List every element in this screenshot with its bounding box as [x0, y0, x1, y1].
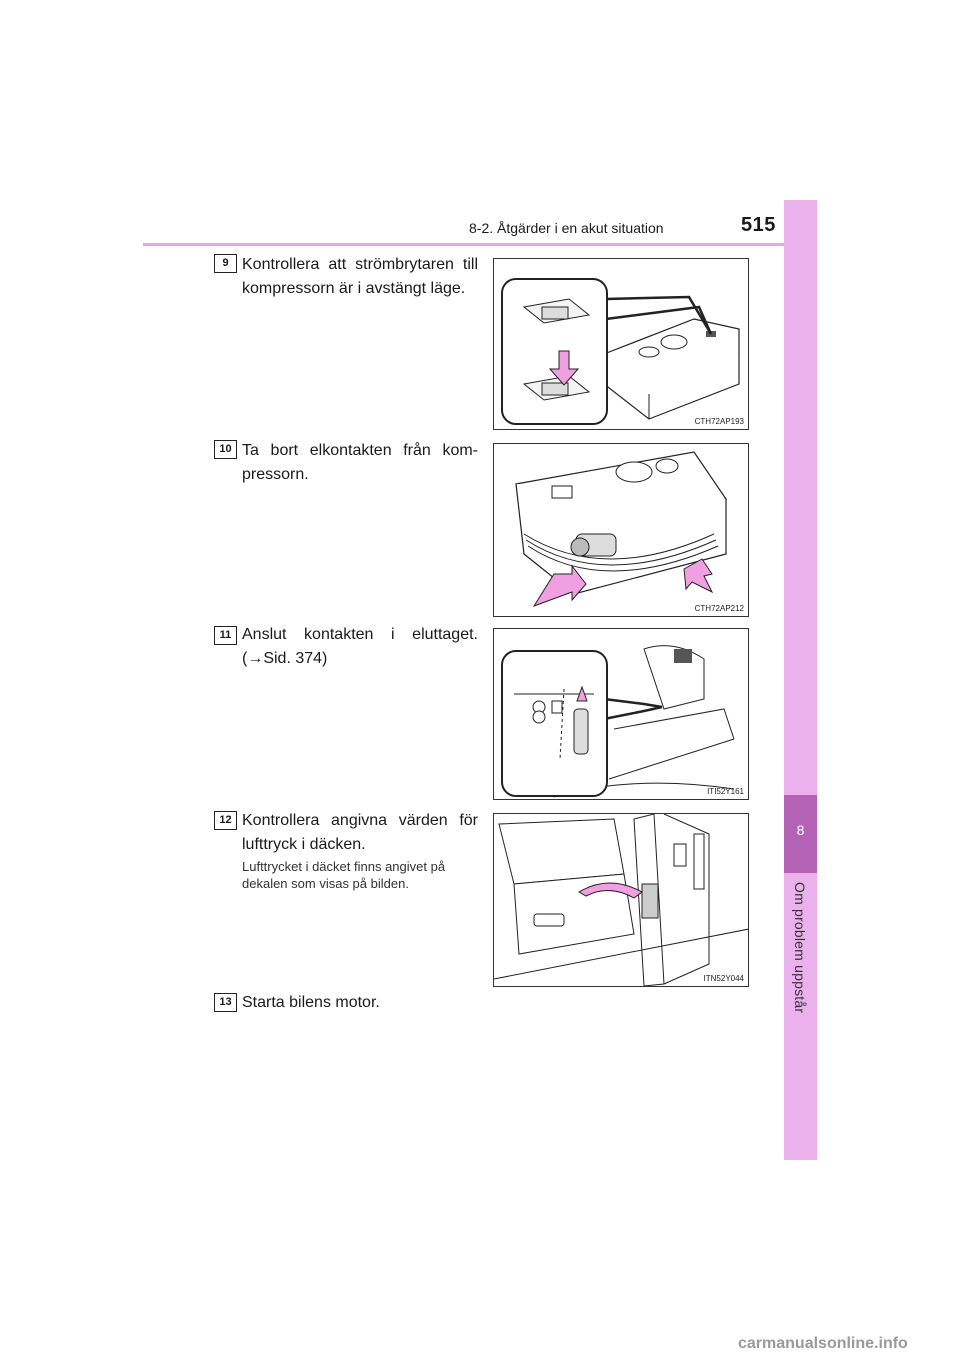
figure-power-outlet: ITI52Y161	[493, 628, 749, 800]
step-text-11: Anslut kontakten i eluttaget. (→Sid. 374…	[242, 626, 478, 667]
figure-remove-plug: CTH72AP212	[493, 443, 749, 617]
header-divider	[143, 243, 817, 246]
chapter-number-tab	[784, 795, 817, 873]
step-text-12: Kontrollera angivna värden för lufttryck…	[242, 812, 478, 853]
section-title: 8-2. Åtgärder i en akut situation	[469, 220, 664, 236]
step-text-10: Ta bort elkontakten från kom-pressorn.	[242, 442, 478, 483]
step-text-9: Kontrollera att strömbrytaren till kompr…	[242, 256, 478, 297]
figure-code: ITI52Y161	[707, 787, 744, 796]
step-number-12: 12	[214, 811, 237, 830]
watermark: carmanualsonline.info	[738, 1335, 908, 1352]
tire-label-illustration	[494, 814, 748, 986]
page-number: 515	[741, 214, 776, 236]
step-number-10: 10	[214, 440, 237, 459]
step-number-11: 11	[214, 626, 237, 645]
figure-tire-pressure-label: ITN52Y044	[493, 813, 749, 987]
power-outlet-illustration	[501, 645, 735, 798]
chapter-number: 8	[796, 822, 805, 838]
step-text-13: Starta bilens motor.	[242, 994, 380, 1011]
step-note-12: Lufttrycket i däcket finns angivet på de…	[242, 859, 446, 891]
chapter-title: Om problem uppstår	[792, 882, 808, 1014]
step-number-13: 13	[214, 993, 237, 1012]
compressor-switch-illustration	[501, 278, 740, 425]
figure-compressor-switch: CTH72AP193	[493, 258, 749, 430]
figure-code: ITN52Y044	[703, 974, 744, 983]
figure-code: CTH72AP212	[694, 604, 744, 613]
chapter-side-tab	[784, 200, 817, 1160]
figure-code: CTH72AP193	[694, 417, 744, 426]
step-number-9: 9	[214, 254, 237, 273]
remove-plug-illustration	[515, 451, 727, 607]
